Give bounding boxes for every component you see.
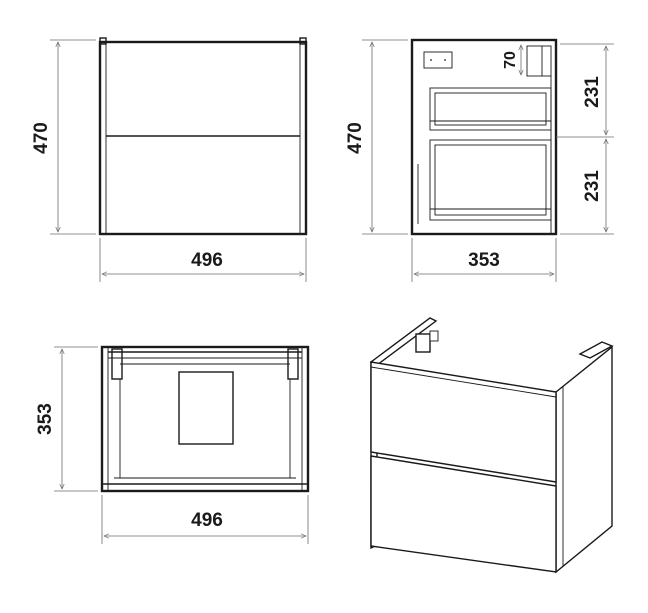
side-height-label: 470	[345, 122, 366, 154]
front-right-top-cap	[299, 37, 307, 45]
side-view: 470 353 231 231 70	[345, 38, 614, 282]
front-height-label: 470	[31, 122, 52, 154]
side-rear-notch	[526, 45, 552, 77]
iso-back-bracket	[415, 333, 431, 353]
side-notch-label: 70	[502, 51, 519, 69]
front-width-label: 496	[191, 250, 223, 271]
top-width-label: 496	[191, 510, 223, 531]
side-cabinet-outline	[410, 38, 558, 236]
side-bracket-hole-left	[430, 59, 432, 61]
side-bracket-plate	[423, 51, 453, 69]
front-view: 470 496	[31, 37, 308, 282]
iso-top-drawer-front	[370, 361, 557, 483]
side-depth-label: 353	[468, 250, 500, 271]
top-cabinet-outline	[100, 345, 310, 493]
side-bottom-drawer-label: 231	[582, 170, 603, 202]
top-siphon-cutout	[178, 371, 234, 445]
front-left-top-cap	[99, 37, 107, 45]
front-cabinet-outline	[98, 40, 308, 236]
side-bracket-hole-right	[444, 59, 446, 61]
iso-right-top-rail	[578, 341, 614, 359]
iso-bottom-drawer-front	[370, 455, 557, 573]
iso-back-bracket-tab	[429, 330, 439, 342]
side-upper-drawer-inner	[434, 92, 547, 126]
side-lower-drawer-inner	[434, 144, 547, 216]
top-left-bracket	[111, 348, 123, 380]
top-right-bracket	[287, 348, 299, 380]
side-upper-drawer-box	[429, 87, 552, 131]
side-top-drawer-label: 231	[582, 76, 603, 108]
isometric-view	[369, 317, 614, 574]
top-depth-label: 353	[35, 403, 56, 435]
iso-right-side-panel	[555, 345, 613, 574]
top-view: 353 496	[35, 345, 310, 544]
iso-top-drawer-top-edge	[370, 366, 557, 398]
side-lower-drawer-box	[429, 139, 552, 221]
